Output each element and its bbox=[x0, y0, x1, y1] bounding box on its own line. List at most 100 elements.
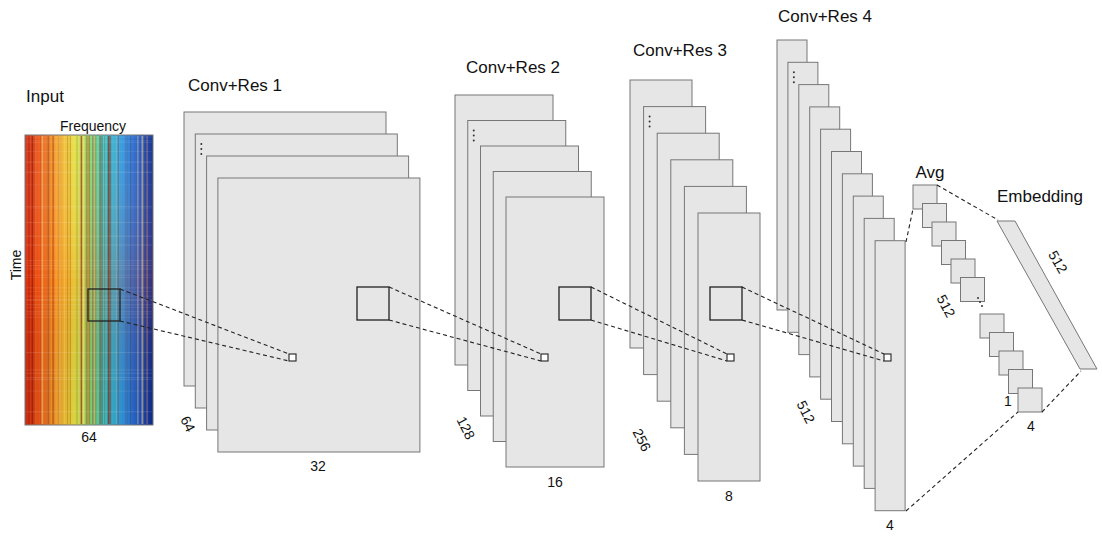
spectrogram-stripe bbox=[41, 136, 43, 424]
spectrogram-stripe bbox=[49, 136, 50, 424]
spectrogram-stripe bbox=[26, 151, 152, 152]
spectrogram-stripe bbox=[127, 136, 128, 424]
spectrogram-stripe bbox=[26, 236, 152, 237]
projection-line bbox=[906, 412, 1018, 511]
spectrogram-stripe bbox=[64, 136, 65, 424]
ellipsis-dot bbox=[200, 143, 202, 145]
layer-title: Conv+Res 1 bbox=[188, 76, 282, 96]
spectrogram-stripe bbox=[41, 136, 43, 424]
feature-map bbox=[875, 241, 905, 511]
spectrogram-stripe bbox=[109, 136, 111, 424]
spectrogram-stripe bbox=[55, 136, 56, 424]
projection-line bbox=[742, 287, 884, 354]
spectrogram-stripe bbox=[88, 136, 90, 424]
projection-line bbox=[120, 289, 289, 354]
spectrogram-stripe bbox=[26, 291, 152, 292]
feature-map bbox=[506, 197, 604, 467]
spectrogram-stripe bbox=[93, 136, 94, 424]
layer-title: Conv+Res 3 bbox=[633, 41, 727, 61]
spectrogram-stripe bbox=[26, 277, 152, 278]
spectrogram-stripe bbox=[76, 136, 77, 424]
spectrogram-stripe bbox=[26, 313, 152, 314]
spectrogram-stripe bbox=[125, 136, 126, 424]
dimension-label: 4 bbox=[886, 517, 894, 533]
spectrogram-stripe bbox=[26, 269, 152, 270]
spectrogram-stripe bbox=[87, 136, 88, 424]
spectrogram-stripe bbox=[142, 136, 143, 424]
spectrogram-stripe bbox=[26, 379, 152, 380]
spectrogram-stripe bbox=[99, 136, 100, 424]
layer-title: Conv+Res 2 bbox=[466, 58, 560, 78]
pooled-vector bbox=[913, 185, 1042, 412]
spectrogram-stripe bbox=[26, 314, 152, 315]
projection-line bbox=[742, 320, 884, 361]
spectrogram-stripe bbox=[92, 136, 93, 424]
receptive-field-projection bbox=[710, 287, 891, 361]
spectrogram-stripe bbox=[83, 136, 85, 424]
feature-map bbox=[218, 178, 420, 452]
spectrogram-stripe bbox=[108, 136, 109, 424]
layer-title: Embedding bbox=[997, 187, 1083, 207]
spectrogram-stripe bbox=[26, 184, 152, 185]
dimension-label: 512 bbox=[933, 292, 958, 320]
dimension-label: 32 bbox=[310, 458, 326, 474]
spectrogram-stripe bbox=[26, 161, 152, 162]
spectrogram-stripe bbox=[40, 136, 42, 424]
spectrogram-stripe bbox=[26, 411, 152, 412]
projection-line bbox=[120, 321, 289, 361]
ellipsis-dot bbox=[473, 140, 475, 142]
projection-line bbox=[906, 209, 913, 242]
dimension-label: Frequency bbox=[60, 118, 126, 134]
projection-line bbox=[591, 287, 727, 354]
spectrogram-stripe bbox=[47, 136, 49, 424]
layer-title: Avg bbox=[916, 163, 945, 183]
receptive-field-projection bbox=[559, 287, 734, 361]
spectrogram-stripe bbox=[28, 136, 29, 424]
spectrogram-stripes bbox=[26, 136, 152, 424]
spectrogram-stripe bbox=[109, 136, 110, 424]
output-unit bbox=[541, 354, 548, 361]
projection-line bbox=[1042, 371, 1081, 412]
projection-line bbox=[389, 287, 541, 354]
receptive-field bbox=[559, 287, 591, 320]
pooled-cell bbox=[1018, 388, 1042, 412]
spectrogram-stripe bbox=[86, 136, 87, 424]
receptive-field-projection bbox=[357, 287, 548, 361]
spectrogram-stripe bbox=[130, 136, 131, 424]
spectrogram-stripe bbox=[67, 136, 68, 424]
receptive-field bbox=[357, 287, 389, 320]
dimension-label: 16 bbox=[547, 474, 563, 490]
spectrogram-stripe bbox=[26, 296, 152, 297]
spectrogram-stripe bbox=[82, 136, 83, 424]
layer-title: Conv+Res 4 bbox=[778, 7, 872, 27]
ellipsis-dot bbox=[793, 71, 795, 73]
output-unit bbox=[727, 354, 734, 361]
dimension-label: 64 bbox=[81, 429, 97, 445]
spectrogram-stripe bbox=[26, 275, 152, 276]
spectrogram-stripe bbox=[81, 136, 82, 424]
spectrogram-stripe bbox=[26, 142, 152, 143]
dimension-label: 512 bbox=[1045, 248, 1071, 276]
spectrogram-stripe bbox=[94, 136, 95, 424]
dimension-label: 8 bbox=[725, 488, 733, 504]
spectrogram-stripe bbox=[32, 136, 33, 424]
spectrogram-stripe bbox=[147, 136, 148, 424]
layer-block: Embedding 512 bbox=[990, 183, 1102, 383]
spectrogram-stripe bbox=[26, 352, 152, 353]
spectrogram-stripe bbox=[88, 136, 89, 424]
receptive-field bbox=[710, 287, 742, 320]
spectrogram-stripe bbox=[88, 136, 90, 424]
spectrogram-stripe bbox=[83, 136, 84, 424]
spectrogram-stripe bbox=[26, 171, 152, 172]
spectrogram-stripe bbox=[49, 136, 50, 424]
layer-block: Conv+Res 32568 bbox=[620, 38, 770, 508]
spectrogram-stripe bbox=[60, 136, 61, 424]
spectrogram-stripe bbox=[81, 136, 83, 424]
spectrogram-stripe bbox=[26, 373, 152, 374]
spectrogram-stripe bbox=[108, 136, 109, 424]
layer-title: Input bbox=[26, 87, 64, 107]
spectrogram-stripe bbox=[78, 136, 79, 424]
projection-line bbox=[937, 185, 998, 220]
spectrogram-stripe bbox=[26, 260, 152, 261]
